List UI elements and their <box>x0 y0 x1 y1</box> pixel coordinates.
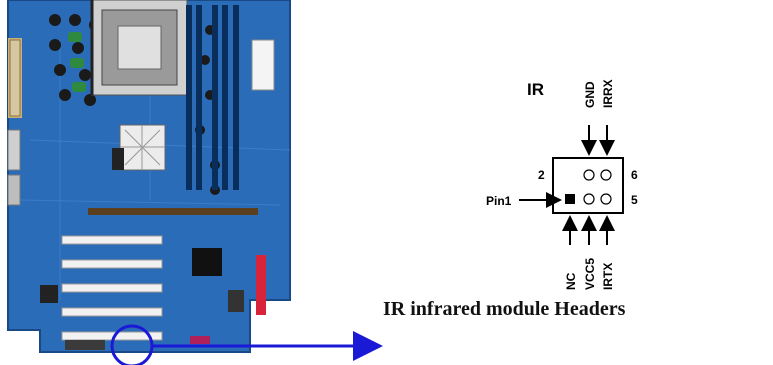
pin-hole <box>583 169 595 181</box>
caption: IR infrared module Headers <box>383 298 626 320</box>
pin-number: 2 <box>538 168 545 182</box>
top-pin-label: IRRX <box>601 79 615 108</box>
pin1-label: Pin1 <box>486 194 512 208</box>
highlight-circle <box>110 324 154 365</box>
pin-1-square <box>565 194 575 204</box>
header-name: IR <box>527 80 544 99</box>
header-box <box>552 157 624 214</box>
pin-number: 5 <box>631 193 638 207</box>
pin-hole <box>583 193 595 205</box>
bottom-pin-label: NC <box>564 272 578 290</box>
bottom-pin-label: IRTX <box>601 263 615 290</box>
bottom-pin-label: VCC5 <box>583 258 597 290</box>
pin-hole <box>600 193 612 205</box>
pin-number: 6 <box>631 168 638 182</box>
top-pin-label: GND <box>583 81 597 108</box>
pin-hole <box>600 169 612 181</box>
